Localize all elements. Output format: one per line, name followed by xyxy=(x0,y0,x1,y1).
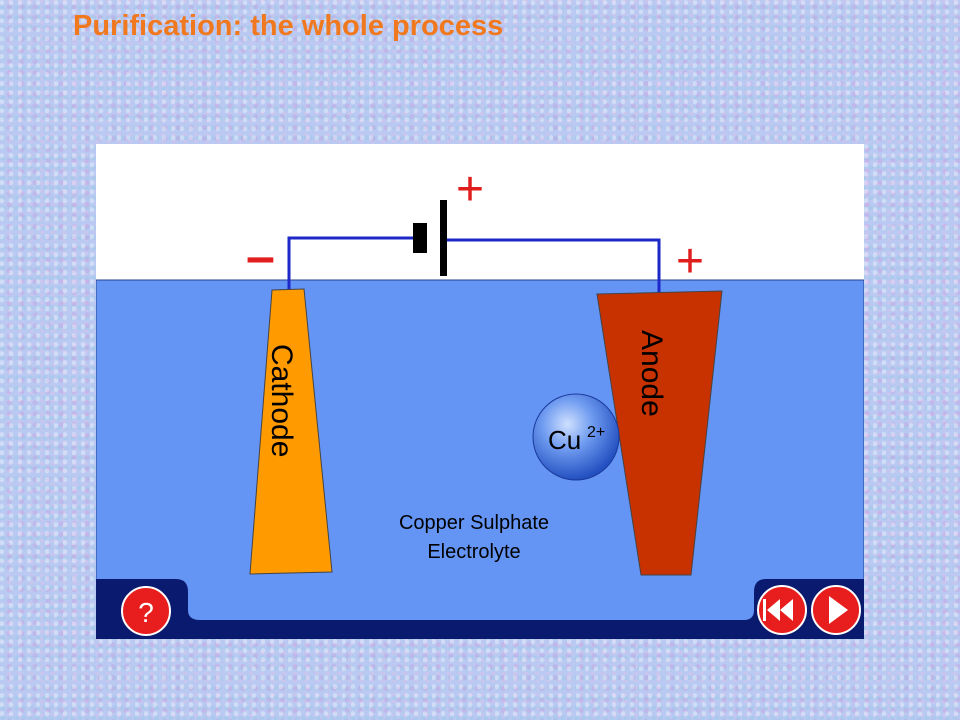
play-icon xyxy=(829,596,848,624)
rewind-icon xyxy=(763,599,793,621)
copper-ion: Cu 2+ xyxy=(532,393,620,481)
ion-charge: 2+ xyxy=(587,424,605,441)
air-region xyxy=(96,144,864,280)
page-title: Purification: the whole process xyxy=(73,10,504,42)
help-button[interactable]: ? xyxy=(121,586,171,636)
anode-wire xyxy=(446,238,661,280)
help-label: ? xyxy=(138,597,154,628)
play-button[interactable] xyxy=(811,585,861,635)
electrolysis-diagram: – + + Cathode Anode Cu 2+ Copper Sulphat… xyxy=(96,144,864,639)
battery-positive-sign: + xyxy=(456,163,484,216)
ion-symbol: Cu xyxy=(548,425,581,455)
cathode-wire xyxy=(287,236,419,280)
cathode: Cathode xyxy=(249,288,333,575)
anode-label: Anode xyxy=(635,330,668,417)
electrolysis-panel: – + + Cathode Anode Cu 2+ Copper Sulphat… xyxy=(96,144,864,639)
rewind-button[interactable] xyxy=(757,585,807,635)
cathode-label: Cathode xyxy=(265,344,298,457)
anode: Anode xyxy=(596,290,723,576)
anode-positive-sign: + xyxy=(676,235,704,288)
electrolyte-label-line2: Electrolyte xyxy=(427,541,520,563)
battery-icon xyxy=(413,200,447,276)
electrolyte-tank xyxy=(96,279,864,639)
control-bar xyxy=(96,579,864,639)
negative-terminal-sign: – xyxy=(246,228,275,286)
electrolyte-label-line1: Copper Sulphate xyxy=(399,512,549,534)
